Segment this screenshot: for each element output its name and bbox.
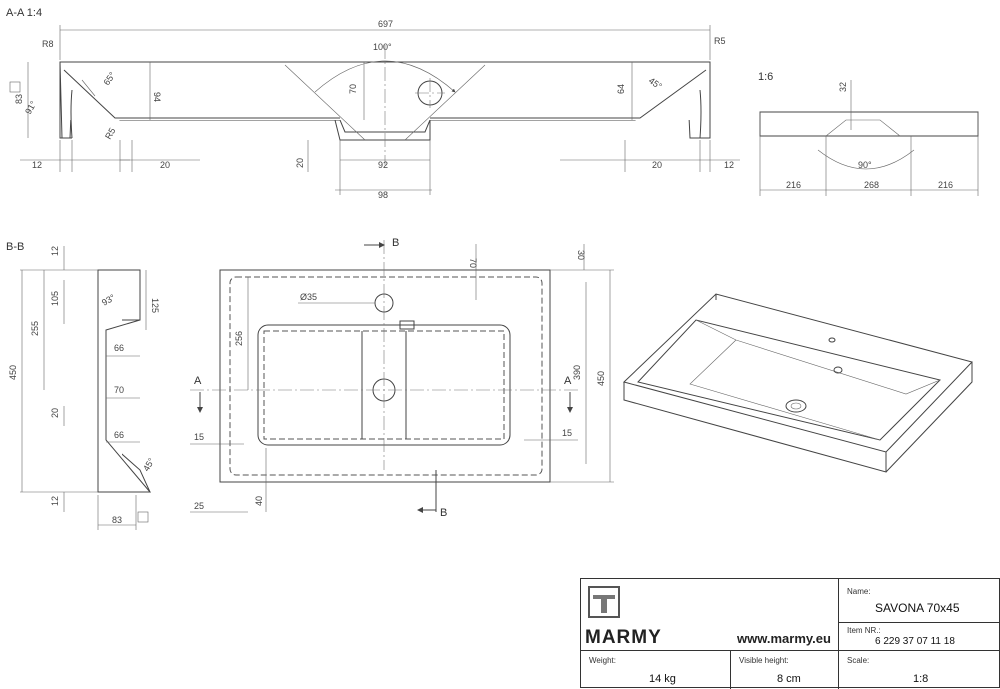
svg-text:25: 25 (194, 501, 204, 511)
svg-text:450: 450 (596, 371, 606, 386)
svg-text:256: 256 (234, 331, 244, 346)
section-aa-label: A-A 1:4 (6, 7, 42, 19)
weight-cell: Weight: 14 kg (581, 651, 731, 689)
dim-697: 697 (378, 19, 393, 29)
height-value: 8 cm (777, 673, 801, 685)
svg-text:98: 98 (378, 190, 388, 200)
angle-100: 100° (373, 42, 392, 52)
svg-text:268: 268 (864, 180, 879, 190)
dim-r5: R5 (714, 36, 726, 46)
svg-text:45°: 45° (141, 456, 157, 473)
svg-text:12: 12 (50, 246, 60, 256)
svg-text:105: 105 (50, 291, 60, 306)
section-bb-view: 450 12 105 255 93° 125 66 70 20 66 45° 1… (8, 246, 160, 530)
svg-text:15: 15 (194, 432, 204, 442)
svg-text:70: 70 (348, 84, 358, 94)
svg-text:255: 255 (30, 321, 40, 336)
website-link[interactable]: www.marmy.eu (737, 631, 831, 646)
scale-cell: Scale: 1:8 (847, 656, 929, 685)
svg-text:12: 12 (724, 160, 734, 170)
side-view: 32 90° 216 268 216 (759, 80, 979, 196)
svg-text:15: 15 (562, 428, 572, 438)
svg-text:20: 20 (652, 160, 662, 170)
brand-name: MARMY (585, 627, 662, 648)
item-number: 6 229 37 07 11 18 (875, 636, 955, 647)
isometric-view (623, 293, 973, 473)
side-view-scale: 1:6 (758, 71, 773, 83)
svg-text:70: 70 (468, 258, 478, 268)
product-name: SAVONA 70x45 (875, 601, 960, 615)
dim-r8: R8 (42, 39, 54, 49)
scale-value: 1:8 (913, 673, 929, 685)
svg-text:20: 20 (50, 408, 60, 418)
svg-text:A: A (194, 375, 202, 387)
item-cell: Item NR.: 6 229 37 07 11 18 (839, 623, 1000, 651)
svg-text:B: B (392, 237, 399, 249)
svg-text:216: 216 (786, 180, 801, 190)
svg-text:20: 20 (160, 160, 170, 170)
svg-text:12: 12 (50, 496, 60, 506)
plan-view: B B A A Ø35 70 30 256 390 450 15 15 25 4… (190, 237, 614, 519)
svg-text:450: 450 (8, 365, 18, 380)
svg-text:20: 20 (295, 158, 305, 168)
weight-value: 14 kg (649, 673, 676, 685)
svg-text:B: B (440, 507, 447, 519)
svg-text:32: 32 (838, 82, 848, 92)
height-cell: Visible height: 8 cm (731, 651, 839, 689)
svg-text:125: 125 (150, 298, 160, 313)
svg-text:40: 40 (254, 496, 264, 506)
name-cell: Name: SAVONA 70x45 (839, 579, 1000, 623)
svg-text:66: 66 (114, 430, 124, 440)
title-block: MARMY www.marmy.eu Name: SAVONA 70x45 It… (580, 578, 1000, 689)
svg-text:94: 94 (152, 92, 162, 102)
section-bb-label: B-B (6, 241, 24, 253)
svg-text:A: A (564, 375, 572, 387)
plan-outline (219, 269, 551, 483)
svg-text:216: 216 (938, 180, 953, 190)
svg-text:66: 66 (114, 343, 124, 353)
svg-text:Ø35: Ø35 (300, 292, 317, 302)
svg-text:R5: R5 (103, 126, 117, 141)
svg-text:83: 83 (14, 94, 24, 104)
marmy-logo-icon (588, 586, 620, 618)
svg-text:30: 30 (576, 250, 586, 260)
svg-text:92: 92 (378, 160, 388, 170)
section-aa-view: 697 R8 R5 100° 65° 45° 94 70 64 (9, 19, 740, 200)
svg-text:70: 70 (114, 385, 124, 395)
svg-text:12: 12 (32, 160, 42, 170)
svg-text:390: 390 (572, 365, 582, 380)
svg-text:91°: 91° (23, 99, 39, 116)
logo-cell: MARMY www.marmy.eu (581, 579, 839, 651)
svg-text:64: 64 (616, 84, 626, 94)
svg-text:90°: 90° (858, 160, 872, 170)
svg-text:83: 83 (112, 515, 122, 525)
